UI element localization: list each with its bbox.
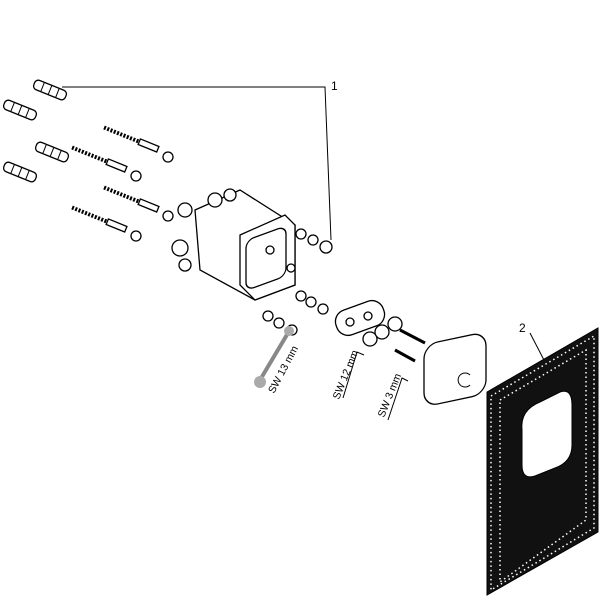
hex-key-large-label: SW 12 mm: [331, 348, 362, 401]
wall-anchors: [2, 79, 70, 183]
leader-line-1: [62, 86, 332, 241]
callout-1: 1: [331, 79, 338, 93]
wrench-size-label: SW 13 mm: [266, 344, 301, 396]
valve-body: [171, 188, 296, 301]
wood-screws: [71, 125, 160, 233]
wrench-icon: [254, 326, 294, 388]
hex-key-small-label: SW 3 mm: [376, 372, 404, 419]
leader-line-2: [529, 332, 546, 363]
hex-key-large-icon: [342, 351, 365, 399]
callout-2: 2: [519, 321, 526, 335]
hex-key-small-icon: [387, 377, 409, 421]
cartridge: [334, 299, 426, 363]
cover-cap: [423, 333, 487, 405]
gasket-plate: [486, 327, 599, 596]
